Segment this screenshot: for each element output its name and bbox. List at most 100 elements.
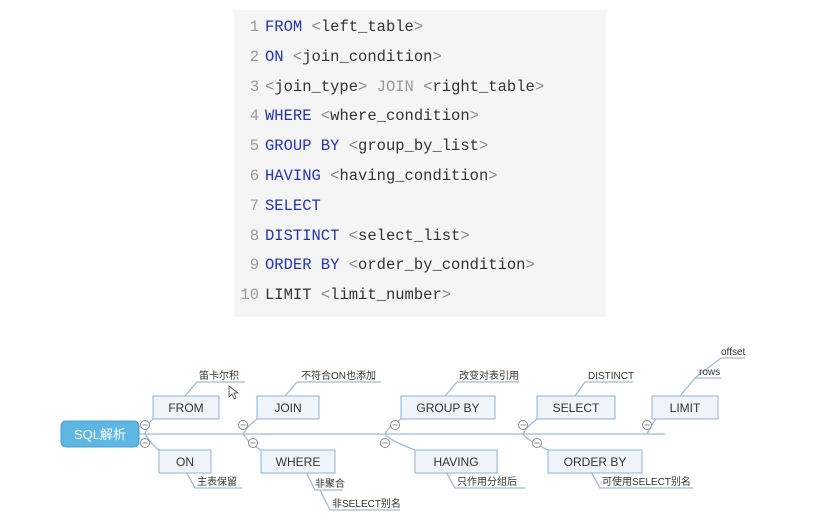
node-group-by-label: GROUP BY: [416, 401, 479, 415]
code-token: left_table: [320, 18, 414, 36]
code-line-7: 7 SELECT: [234, 194, 321, 218]
code-token: <: [292, 48, 303, 66]
code-token: ORDER BY: [265, 256, 340, 274]
line-number: 6: [249, 167, 259, 185]
root-node-label: SQL解析: [74, 427, 126, 442]
collapse-toggle-icon[interactable]: [642, 420, 652, 430]
code-token: [312, 286, 321, 304]
node-limit: LIMIT: [651, 395, 719, 420]
node-having: HAVING: [414, 449, 498, 474]
code-token: right_table: [432, 78, 535, 96]
mindmap-notes: 笛卡尔积 不符合ON也添加 改变对表引用 DISTINCT rows offse…: [197, 347, 745, 510]
line-number: 10: [240, 286, 259, 304]
code-token: ON: [265, 48, 284, 66]
node-join-label: JOIN: [274, 401, 301, 415]
note-limit-offset: offset: [721, 347, 745, 358]
code-line-8: 8 DISTINCT <select_list>: [234, 224, 470, 248]
code-token: >: [525, 256, 535, 274]
line-number: 7: [249, 197, 259, 215]
collapse-toggle-icon[interactable]: [140, 420, 150, 430]
code-token: <: [311, 18, 321, 36]
collapse-toggle-icon[interactable]: [390, 420, 400, 430]
code-token: [414, 78, 423, 96]
code-token: <: [348, 137, 359, 155]
code-token: JOIN: [376, 78, 414, 96]
code-token: >: [441, 286, 452, 304]
note-order-by: 可使用SELECT别名: [602, 475, 691, 488]
line-number: 3: [249, 78, 259, 96]
note-group-by: 改变对表引用: [459, 369, 519, 382]
node-select-label: SELECT: [553, 401, 600, 415]
code-token: <: [320, 107, 331, 125]
code-token: [367, 78, 376, 96]
node-on-label: ON: [176, 455, 194, 469]
code-token: [312, 107, 321, 125]
code-line-3: 3<join_type> JOIN <right_table>: [234, 75, 544, 99]
code-token: >: [413, 18, 424, 36]
note-limit-rows: rows: [699, 367, 720, 378]
code-token: LIMIT: [265, 286, 312, 304]
line-number: 8: [249, 227, 259, 245]
collapse-toggle-icon[interactable]: [238, 420, 248, 430]
code-token: [302, 18, 311, 36]
code-token: <: [320, 286, 331, 304]
node-group-by: GROUP BY: [400, 395, 496, 420]
code-token: >: [358, 78, 368, 96]
code-token: order_by_condition: [358, 256, 526, 274]
node-where: WHERE: [260, 449, 336, 474]
node-order-by: ORDER BY: [547, 449, 643, 474]
note-where-1: 非聚合: [315, 477, 345, 490]
mindmap-connectors: [137, 357, 745, 511]
mouse-cursor-icon: [228, 385, 240, 400]
collapse-toggle-icon[interactable]: [380, 438, 390, 448]
code-token: [339, 227, 348, 245]
collapse-toggles: [140, 420, 652, 448]
code-token: <: [265, 78, 275, 96]
collapse-toggle-icon[interactable]: [518, 420, 528, 430]
code-token: <: [348, 256, 359, 274]
collapse-toggle-icon[interactable]: [140, 438, 150, 448]
line-number: 2: [249, 48, 259, 66]
note-having: 只作用分组后: [457, 475, 517, 488]
code-token: join_type: [274, 78, 359, 96]
code-token: where_condition: [330, 107, 470, 125]
code-token: select_list: [358, 227, 461, 245]
code-token: [321, 167, 330, 185]
sql-parse-mindmap: SQL解析 FROM JOIN GROUP BY SELECT LIMIT ON…: [60, 347, 745, 511]
code-token: [339, 137, 348, 155]
collapse-toggle-icon[interactable]: [248, 438, 258, 448]
code-token: SELECT: [265, 197, 321, 215]
code-token: >: [460, 227, 470, 245]
code-token: >: [478, 137, 489, 155]
line-number: 4: [249, 107, 259, 125]
note-on: 主表保留: [197, 475, 237, 488]
note-from: 笛卡尔积: [199, 369, 239, 382]
code-token: [339, 256, 348, 274]
code-token: >: [488, 167, 498, 185]
node-from-label: FROM: [168, 401, 203, 415]
line-number: 9: [249, 256, 259, 274]
root-node: SQL解析: [60, 420, 140, 448]
note-join: 不符合ON也添加: [301, 369, 376, 382]
node-limit-label: LIMIT: [670, 401, 701, 415]
collapse-toggle-icon[interactable]: [532, 438, 542, 448]
node-select: SELECT: [536, 395, 616, 420]
code-token: DISTINCT: [265, 227, 340, 245]
node-having-label: HAVING: [433, 455, 478, 469]
code-token: group_by_list: [358, 137, 479, 155]
code-token: having_condition: [339, 167, 489, 185]
code-token: join_condition: [302, 48, 433, 66]
note-select: DISTINCT: [588, 371, 634, 382]
code-token: <: [348, 227, 359, 245]
node-on: ON: [158, 449, 212, 474]
code-token: <: [423, 78, 433, 96]
node-order-by-label: ORDER BY: [564, 455, 627, 469]
node-from: FROM: [152, 395, 220, 420]
code-token: limit_number: [330, 286, 442, 304]
